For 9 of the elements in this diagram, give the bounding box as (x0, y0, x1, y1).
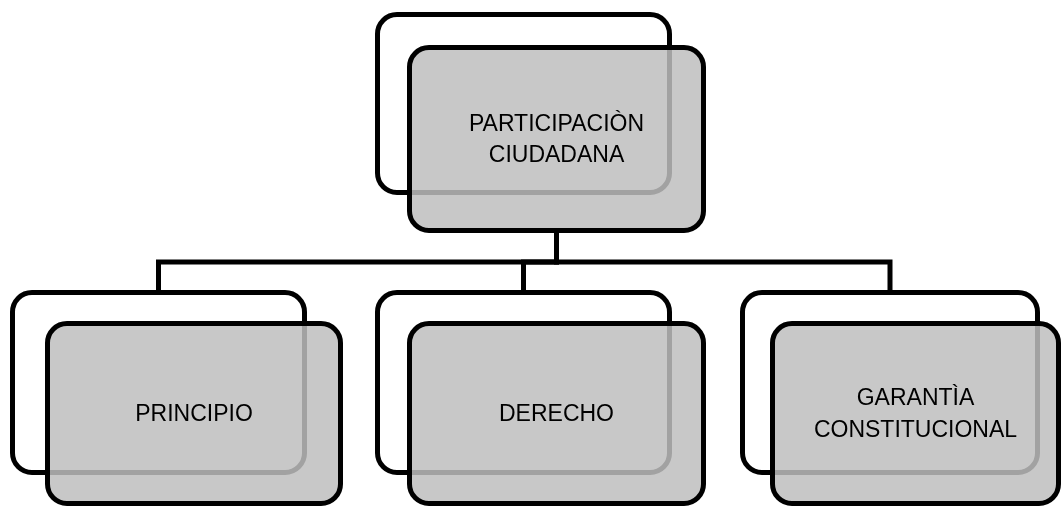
stacked-box (375, 12, 706, 233)
connector-line (554, 233, 893, 290)
box-label: GARANTÌA CONSTITUCIONAL (812, 383, 1019, 444)
box-label: PRINCIPIO (134, 398, 254, 428)
stacked-box (740, 290, 1061, 506)
stacked-box (10, 290, 343, 506)
box-label: PARTICIPACIÒN CIUDADANA (467, 108, 646, 169)
box-label: DERECHO (498, 398, 615, 428)
stacked-box (375, 290, 706, 506)
